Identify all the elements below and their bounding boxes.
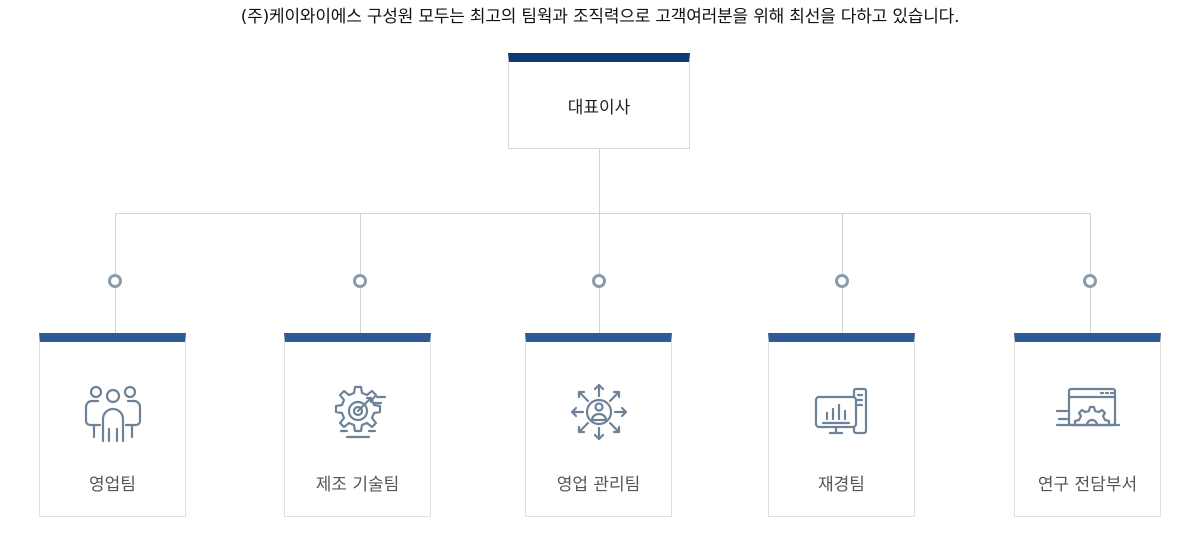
branch-line-4: [842, 213, 843, 333]
person-arrows-icon: [566, 379, 632, 445]
monitor-chart-icon: [809, 379, 875, 445]
dept-label: 영업팀: [89, 475, 136, 495]
horizontal-branch-line: [115, 213, 1091, 214]
connector-node-5: [1083, 274, 1097, 288]
dept-card-manufacturing: 제조 기술팀: [284, 333, 431, 517]
ceo-box: 대표이사: [508, 53, 690, 149]
ceo-label: 대표이사: [567, 97, 631, 118]
dept-label: 연구 전담부서: [1037, 475, 1138, 495]
dept-label: 제조 기술팀: [315, 475, 400, 495]
dept-card-finance: 재경팀: [768, 333, 915, 517]
gear-browser-icon: [1055, 379, 1121, 445]
branch-line-2: [360, 213, 361, 333]
branch-line-5: [1090, 213, 1091, 333]
intro-text: (주)케이와이에스 구성원 모두는 최고의 팀웍과 조직력으로 고객여러분을 위…: [240, 7, 960, 27]
connector-node-2: [353, 274, 367, 288]
ceo-stem-line: [599, 149, 600, 214]
connector-node-1: [108, 274, 122, 288]
connector-node-4: [835, 274, 849, 288]
dept-card-sales-management: 영업 관리팀: [525, 333, 672, 517]
dept-label: 재경팀: [818, 475, 865, 495]
team-people-icon: [80, 379, 146, 445]
branch-line-3: [599, 213, 600, 333]
dept-card-sales: 영업팀: [39, 333, 186, 517]
branch-line-1: [115, 213, 116, 333]
dept-card-research: 연구 전담부서: [1014, 333, 1161, 517]
gear-target-icon: [325, 379, 391, 445]
connector-node-3: [592, 274, 606, 288]
dept-label: 영업 관리팀: [556, 475, 641, 495]
